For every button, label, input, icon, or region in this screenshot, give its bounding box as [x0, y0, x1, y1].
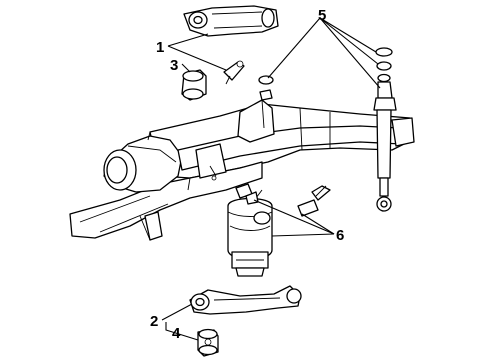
lower-control-arm: [189, 285, 302, 315]
callout-3: 3: [170, 57, 178, 74]
callout-1: 1: [156, 39, 164, 56]
callout-6: 6: [336, 227, 344, 244]
control-arm-bracket-bolt: [223, 60, 245, 85]
shock-mount-hardware: [258, 75, 274, 101]
callout-5: 5: [318, 7, 326, 24]
callout-2: 2: [150, 313, 158, 330]
shock-absorber: [373, 47, 397, 212]
upper-bushing: [181, 69, 207, 101]
upper-control-arm: [183, 5, 279, 37]
callout-4: 4: [172, 325, 181, 342]
lower-bushing: [197, 328, 219, 357]
leader-lines: [161, 17, 381, 341]
air-spring: [227, 185, 273, 277]
